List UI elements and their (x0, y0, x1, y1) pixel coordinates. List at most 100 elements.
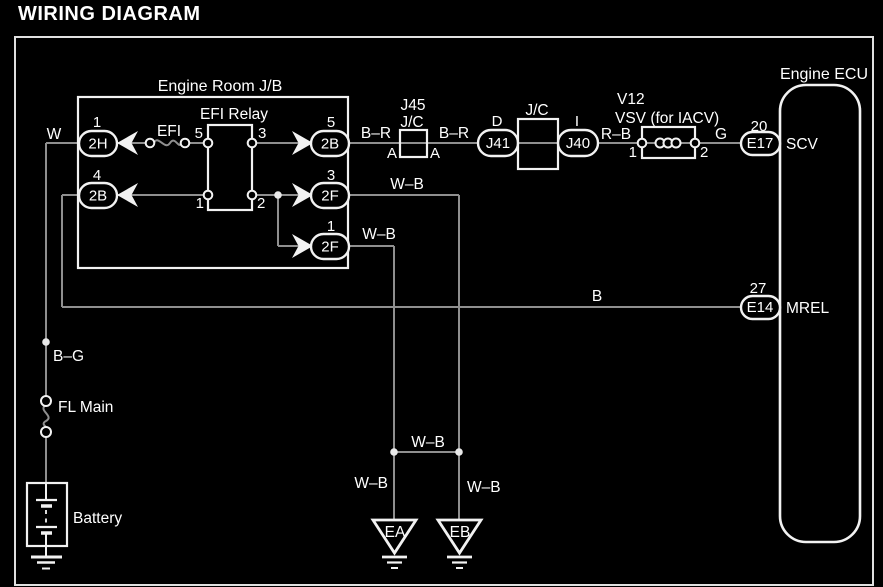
connector-label: 2F (321, 188, 339, 205)
junction-dot (390, 448, 398, 456)
ecu-box (778, 83, 862, 544)
j45-code: J45 (401, 97, 426, 114)
wires (42, 142, 742, 521)
pin-number: 5 (327, 114, 335, 131)
relay-pin-2: 2 (257, 195, 265, 212)
fuse-terminal-icon (144, 137, 156, 149)
relay-box (206, 123, 254, 212)
wire-label-wb: W–B (362, 226, 396, 243)
page-title: WIRING DIAGRAM (18, 3, 201, 25)
connector-j41: D J41 (476, 113, 520, 158)
relay-contact-icon (246, 189, 258, 201)
wire-arrow-right-icon (292, 131, 313, 155)
connector-j40: I J40 (556, 113, 600, 158)
wire-label-b: B (592, 288, 602, 305)
relay-pin-1: 1 (196, 195, 204, 212)
efi-relay: EFI Relay 5 3 1 2 (195, 106, 269, 212)
efi-fuse: EFI (144, 123, 191, 149)
ground-ea: EA (370, 518, 419, 569)
connector-2b-in: 4 2B (77, 167, 138, 210)
wire-arrow-left-icon (117, 183, 138, 207)
junction-dot (274, 191, 282, 199)
pin-number: 4 (93, 167, 101, 184)
fl-main-label: FL Main (58, 399, 113, 416)
fuse-terminal-icon (179, 137, 191, 149)
ecu-label: Engine ECU (780, 66, 868, 83)
connector-2f-top: 3 2F (292, 167, 351, 210)
ground-code: EA (385, 524, 406, 541)
wire-label-wb: W–B (354, 475, 388, 492)
wire-label-wb: W–B (467, 479, 501, 496)
signal-name: MREL (786, 300, 829, 317)
vsv-terminal-icon (689, 137, 701, 149)
vsv-pin-1: 1 (629, 144, 637, 161)
connector-oval (77, 129, 119, 158)
fuse-terminal-icon (40, 395, 52, 407)
j45-type: J/C (400, 114, 423, 131)
j45-box (398, 128, 429, 159)
terminal-label: E14 (747, 299, 774, 316)
pin-number: I (575, 113, 579, 130)
pin-number: D (492, 113, 503, 130)
terminal-oval (739, 294, 782, 321)
vsv-valve: V12 VSV (for IACV) 1 2 (615, 91, 719, 161)
relay-label: EFI Relay (200, 106, 268, 123)
wire-arrow-right-icon (292, 183, 313, 207)
jb-label: Engine Room J/B (158, 78, 283, 95)
connector-oval (556, 128, 600, 158)
pin-number: 1 (327, 218, 335, 235)
wire-arrow-left-icon (117, 131, 138, 155)
relay-contact-icon (202, 137, 214, 149)
engine-room-jb-box (76, 95, 350, 270)
vsv-code: V12 (617, 91, 645, 108)
ground-triangle-icon (370, 518, 419, 556)
wire-label-br: B–R (439, 125, 469, 142)
junction-jc: J/C (516, 102, 560, 171)
vsv-name: VSV (for IACV) (615, 110, 719, 127)
junction-j45: J45 J/C A A (387, 97, 440, 162)
ground-triangle-icon (435, 518, 484, 556)
j45-pin-a-right: A (430, 145, 440, 162)
connector-label: 2F (321, 239, 339, 256)
wire-label-bg: B–G (53, 348, 84, 365)
wire-label-wb: W–B (390, 176, 424, 193)
fuse-wave-icon (153, 139, 182, 147)
diagram-frame (14, 36, 874, 586)
connector-2b-out: 5 2B (292, 114, 351, 158)
pin-number: 3 (327, 167, 335, 184)
connector-label: J40 (566, 135, 590, 152)
ecu-terminal-mrel: 27 E14 MREL (739, 280, 829, 321)
connector-label: 2B (89, 188, 107, 205)
vsv-terminal-icon (636, 137, 648, 149)
battery-label: Battery (73, 510, 122, 527)
connector-oval (309, 181, 351, 210)
relay-contact-icon (202, 189, 214, 201)
battery: Battery (25, 481, 122, 570)
ground-icon (31, 555, 62, 570)
relay-contact-icon (246, 137, 258, 149)
terminal-label: E17 (747, 135, 774, 152)
connector-2f-bottom: 1 2F (292, 218, 351, 261)
relay-pin-3: 3 (258, 125, 266, 142)
coil-loop-icon (670, 137, 682, 149)
terminal-oval (739, 130, 782, 157)
connector-oval (77, 181, 119, 210)
wire-label-br: B–R (361, 125, 391, 142)
ground-eb: EB (435, 518, 484, 569)
wire-labels: W B–R B–R R–B G B B–G W–B W–B W–B W–B W–… (47, 125, 727, 496)
wire-label-w: W (47, 126, 62, 143)
wire-arrow-right-icon (292, 234, 313, 258)
fl-main-fuse: FL Main (40, 395, 113, 438)
wire-label-g: G (715, 126, 727, 143)
connector-2h: 1 2H (77, 114, 138, 158)
junction-dot (455, 448, 463, 456)
connector-oval (309, 232, 351, 261)
connector-label: 2H (88, 136, 107, 153)
efi-fuse-label: EFI (157, 123, 181, 140)
jc-type: J/C (525, 102, 548, 119)
signal-name: SCV (786, 136, 819, 153)
fuse-terminal-icon (40, 426, 52, 438)
vsv-pin-2: 2 (700, 144, 708, 161)
